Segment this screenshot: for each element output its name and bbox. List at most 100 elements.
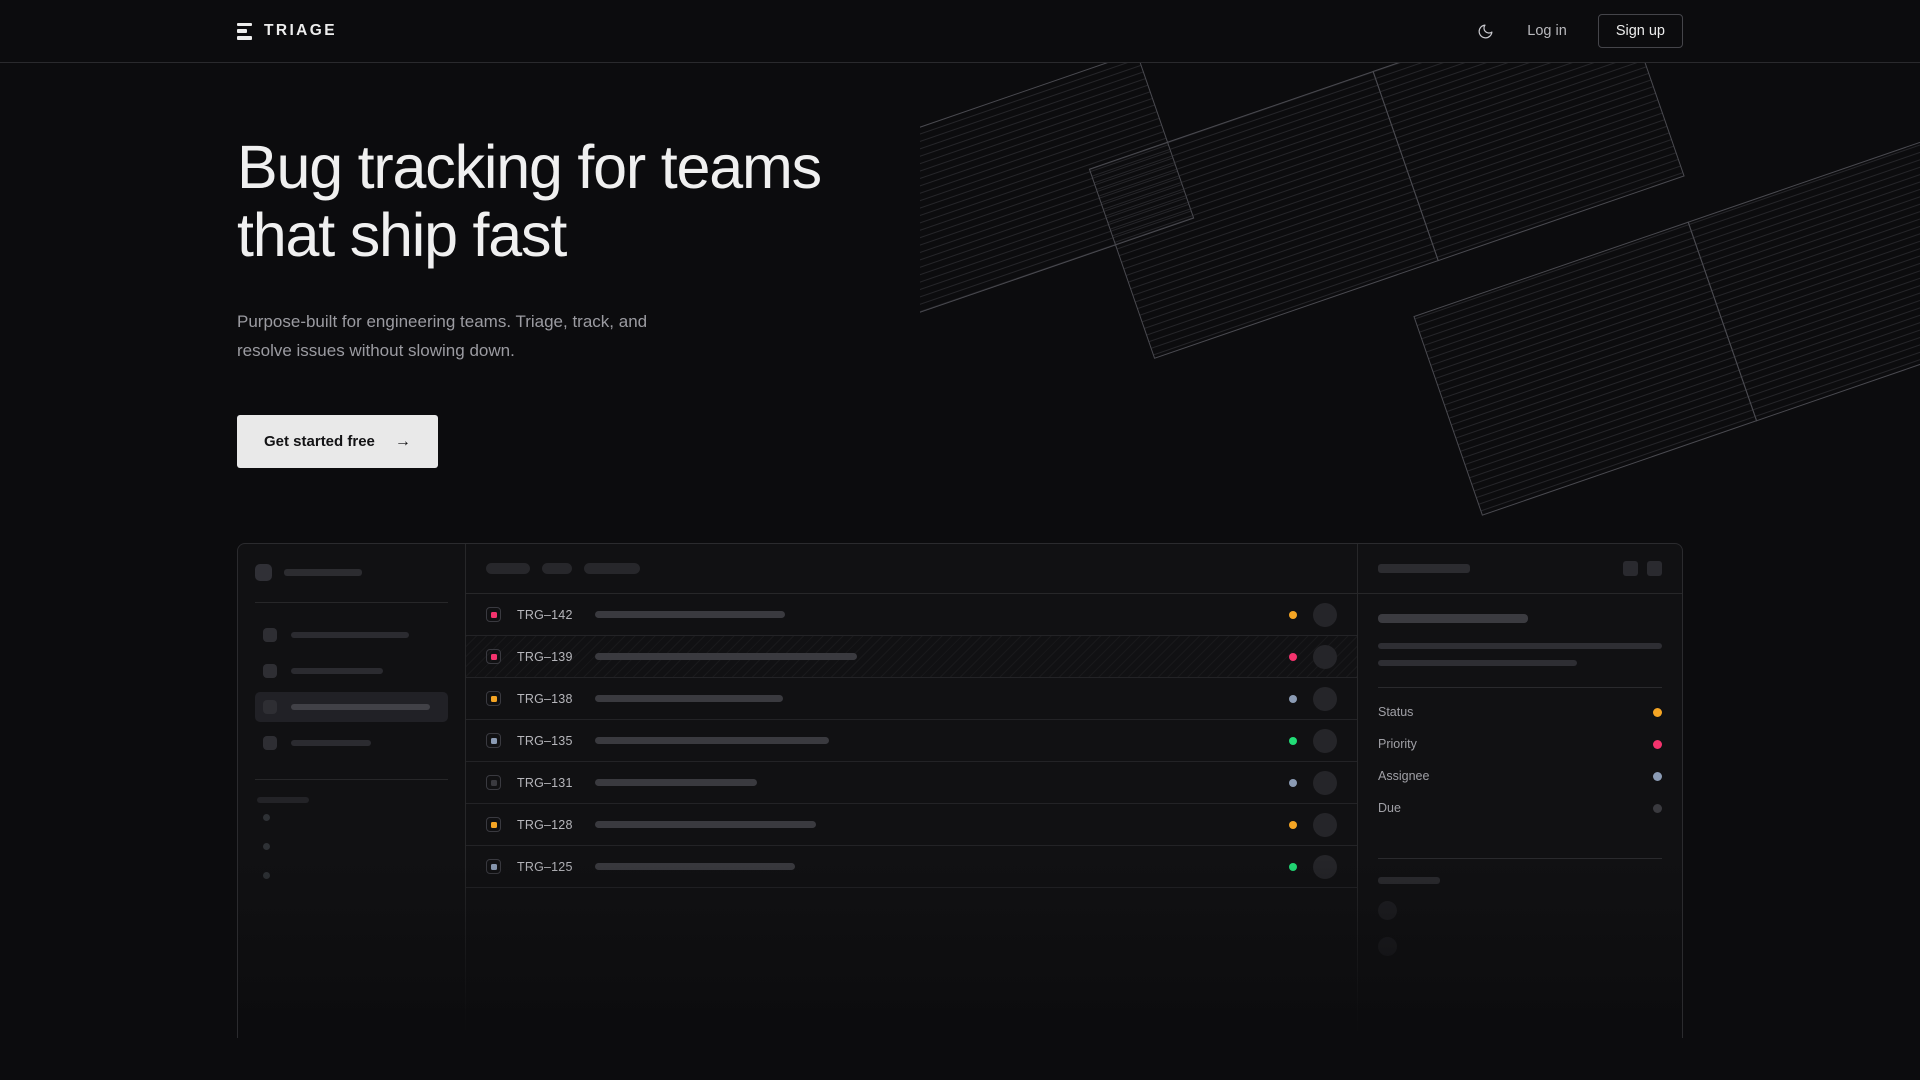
- sidebar-nav-item-3[interactable]: [255, 728, 448, 758]
- detail-field-assignee[interactable]: Assignee: [1378, 760, 1662, 792]
- brand-logo[interactable]: TRIAGE: [237, 22, 337, 40]
- header-actions: Log in Sign up: [1474, 14, 1683, 48]
- list-toolbar: [466, 544, 1357, 595]
- comment-item-1: [1378, 937, 1662, 957]
- sub-item-dot-icon: [263, 872, 270, 880]
- issue-row[interactable]: TRG–128: [466, 804, 1357, 847]
- detail-action-2-icon[interactable]: [1647, 561, 1662, 577]
- issue-assignee-avatar[interactable]: [1313, 602, 1337, 627]
- detail-title-placeholder: [1378, 564, 1470, 574]
- issue-assignee-avatar[interactable]: [1313, 854, 1337, 879]
- issue-id: TRG–128: [517, 817, 573, 832]
- issue-title-placeholder: [595, 695, 783, 703]
- sidebar-nav-item-0[interactable]: [255, 620, 448, 650]
- issue-row[interactable]: TRG–139: [466, 636, 1357, 679]
- issue-title-placeholder: [595, 779, 757, 787]
- login-link[interactable]: Log in: [1527, 23, 1567, 39]
- sidebar-sub-item-1[interactable]: [255, 832, 448, 861]
- sidebar-nav: [255, 620, 448, 758]
- toolbar-chip-1[interactable]: [542, 563, 572, 575]
- cta-label: Get started free: [264, 433, 375, 451]
- sub-item-dot-icon: [263, 843, 270, 851]
- issue-row[interactable]: TRG–138: [466, 678, 1357, 721]
- field-label: Priority: [1378, 737, 1417, 752]
- hero-headline: Bug tracking for teams that ship fast: [237, 133, 822, 270]
- toolbar-chip-0[interactable]: [486, 563, 530, 575]
- hero-subhead: Purpose-built for engineering teams. Tri…: [237, 311, 648, 360]
- sidebar-divider-bottom: [255, 779, 448, 781]
- detail-field-due[interactable]: Due: [1378, 792, 1662, 824]
- field-value-dot: [1653, 803, 1662, 813]
- signup-button[interactable]: Sign up: [1597, 14, 1683, 48]
- sidebar-nav-item-1[interactable]: [255, 656, 448, 686]
- issue-row[interactable]: TRG–125: [466, 846, 1357, 889]
- issue-type-icon: [486, 817, 501, 833]
- get-started-button[interactable]: Get started free →: [237, 415, 438, 469]
- issue-id: TRG–138: [517, 691, 573, 706]
- issue-status-dot: [1289, 820, 1297, 829]
- detail-footer-separator: [1378, 858, 1662, 860]
- sidebar-sub-nav: [255, 803, 448, 890]
- hero-section: Bug tracking for teams that ship fast Pu…: [0, 63, 1920, 469]
- detail-footer-label-placeholder: [1378, 877, 1440, 885]
- issue-type-icon: [486, 775, 501, 791]
- issue-title-placeholder: [595, 821, 816, 829]
- issue-row[interactable]: TRG–135: [466, 720, 1357, 763]
- workspace-name-placeholder: [284, 569, 362, 577]
- issue-row[interactable]: TRG–131: [466, 762, 1357, 805]
- issue-title-placeholder: [595, 653, 857, 661]
- issue-id: TRG–125: [517, 859, 573, 874]
- issue-type-icon: [486, 649, 501, 665]
- nav-item-label-placeholder: [291, 704, 430, 711]
- sidebar-divider-top: [255, 602, 448, 604]
- comment-avatar: [1378, 901, 1397, 921]
- comment-avatar: [1378, 937, 1397, 957]
- nav-item-icon: [263, 664, 277, 679]
- nav-item-label-placeholder: [291, 632, 409, 639]
- issue-assignee-avatar[interactable]: [1313, 644, 1337, 669]
- arrow-right-icon: →: [394, 432, 411, 450]
- field-label: Assignee: [1378, 769, 1430, 784]
- issue-assignee-avatar[interactable]: [1313, 728, 1337, 753]
- issue-type-icon: [486, 607, 501, 623]
- preview-sidebar: [238, 544, 466, 1039]
- nav-item-icon: [263, 700, 277, 715]
- issue-status-dot: [1289, 736, 1297, 745]
- issue-assignee-avatar[interactable]: [1313, 812, 1337, 837]
- sidebar-sub-item-0[interactable]: [255, 803, 448, 832]
- detail-heading-placeholder: [1378, 614, 1528, 624]
- triage-bars-icon: [237, 22, 252, 40]
- detail-field-priority[interactable]: Priority: [1378, 728, 1662, 760]
- sidebar-nav-item-2[interactable]: [255, 692, 448, 723]
- issue-type-icon: [486, 859, 501, 875]
- moon-icon[interactable]: [1474, 20, 1496, 42]
- detail-footer: [1358, 844, 1682, 957]
- issue-status-dot: [1289, 778, 1297, 787]
- detail-field-status[interactable]: Status: [1378, 696, 1662, 728]
- nav-item-label-placeholder: [291, 668, 383, 675]
- toolbar-chip-2[interactable]: [584, 563, 640, 575]
- issue-type-icon: [486, 691, 501, 707]
- issue-id: TRG–131: [517, 775, 573, 790]
- detail-header: [1358, 544, 1682, 595]
- issue-status-dot: [1289, 694, 1297, 703]
- issue-id: TRG–135: [517, 733, 573, 748]
- issue-assignee-avatar[interactable]: [1313, 770, 1337, 795]
- issue-assignee-avatar[interactable]: [1313, 686, 1337, 711]
- issue-title-placeholder: [595, 611, 785, 619]
- issue-id: TRG–139: [517, 649, 573, 664]
- site-header: TRIAGE Log in Sign up: [0, 0, 1920, 63]
- sub-item-dot-icon: [263, 814, 270, 822]
- issue-status-dot: [1289, 862, 1297, 871]
- sidebar-sub-item-2[interactable]: [255, 861, 448, 890]
- issue-title-placeholder: [595, 863, 795, 871]
- workspace-switcher[interactable]: [255, 564, 448, 582]
- issue-row[interactable]: TRG–142: [466, 594, 1357, 637]
- detail-action-1-icon[interactable]: [1623, 561, 1638, 577]
